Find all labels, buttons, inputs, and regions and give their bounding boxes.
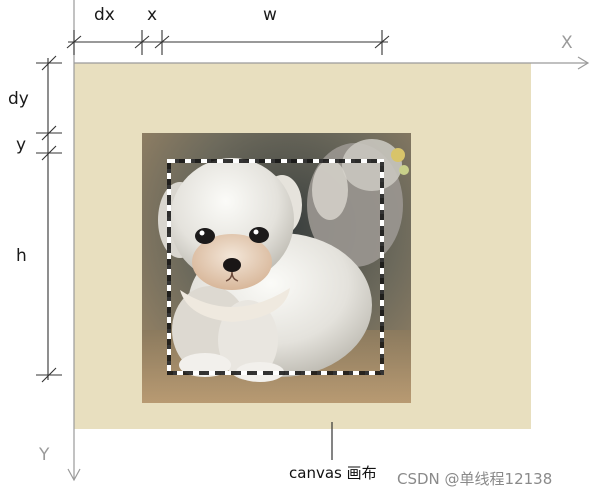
left-dimension <box>36 55 62 383</box>
label-y: y <box>16 135 27 155</box>
canvas-caption: canvas 画布 <box>289 464 377 482</box>
label-x: x <box>147 5 158 25</box>
x-axis-label: X <box>561 33 573 53</box>
y-axis-label: Y <box>39 445 50 465</box>
label-dx: dx <box>94 5 115 25</box>
label-h: h <box>16 246 27 266</box>
y-axis <box>67 0 81 482</box>
watermark: CSDN @单线程12138 <box>397 470 553 488</box>
top-dimension <box>66 30 390 55</box>
x-axis <box>74 56 590 70</box>
source-image <box>142 133 411 403</box>
label-dy: dy <box>8 89 29 109</box>
label-w: w <box>263 5 277 25</box>
